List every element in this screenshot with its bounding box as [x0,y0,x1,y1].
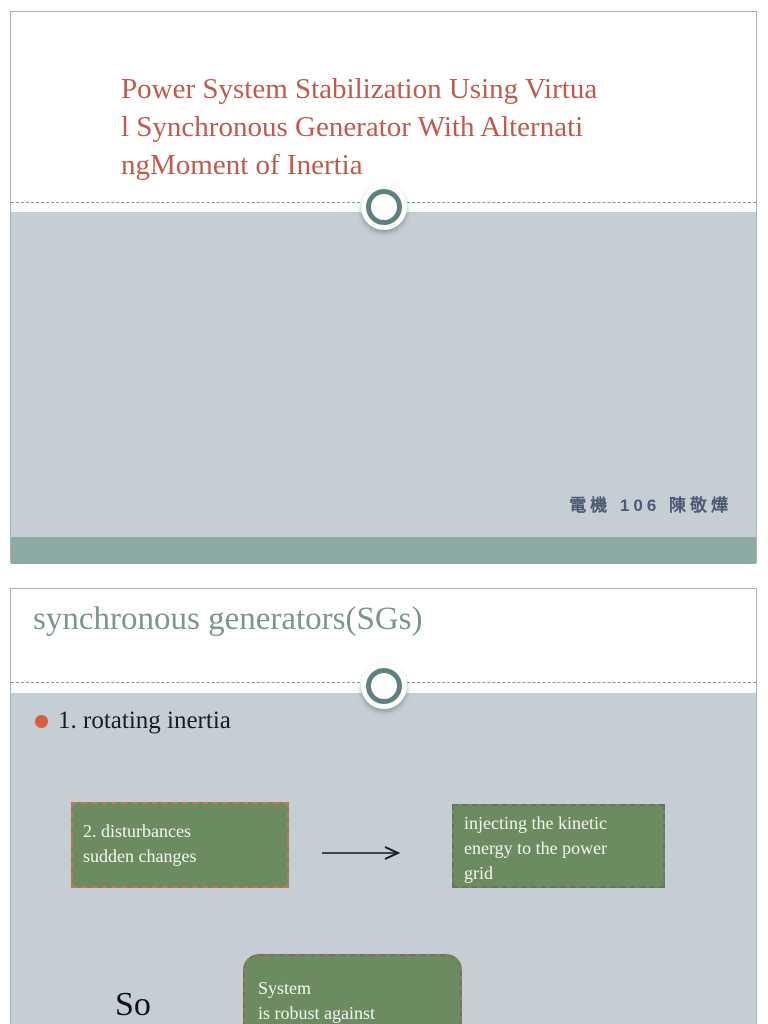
slide1-title: Power System Stabilization Using Virtua … [121,70,597,184]
conclusion-box-line: is robust against [258,1003,375,1023]
slide-page-2[interactable]: synchronous generators(SGs) 1. rotating … [10,588,757,1024]
footer-bar [11,537,756,564]
conclusion-box: System is robust against instability [243,954,462,1024]
bullet-item: 1. rotating inertia [35,707,231,735]
flow-box-line: 2. disturbances [83,821,191,841]
flow-box-line: energy to the power [464,838,608,858]
bullet-dot-icon [35,714,48,728]
conclusion-box-line: System [258,978,312,998]
circle-ornament [361,184,407,230]
flow-box-disturbances: 2. disturbances sudden changes [71,802,289,888]
slide1-content-area: 電機 106 陳敬燁 [11,212,756,537]
circle-ornament [361,663,407,709]
flow-box-kinetic-energy: injecting the kinetic energy to the powe… [452,804,665,888]
circle-ornament-ring [366,668,402,704]
bullet-text: 1. rotating inertia [58,707,231,734]
circle-ornament-ring [366,189,402,225]
author-credit: 電機 106 陳敬燁 [569,496,732,515]
slide-page-1[interactable]: Power System Stabilization Using Virtua … [10,11,757,564]
slide2-content-area: 1. rotating inertia 2. disturbances sudd… [11,693,756,1024]
flow-box-line: sudden changes [83,846,197,866]
flow-box-line: injecting the kinetic [464,813,607,833]
right-arrow-icon [322,846,401,860]
flow-box-line: grid [464,863,493,883]
slide1-title-line: Power System Stabilization Using Virtua [121,73,598,105]
slide1-title-line: l Synchronous Generator With Alternati [121,111,584,143]
slide1-title-line: ngMoment of Inertia [121,149,363,181]
so-label: So [115,986,151,1023]
slide2-title: synchronous generators(SGs) [33,601,423,637]
